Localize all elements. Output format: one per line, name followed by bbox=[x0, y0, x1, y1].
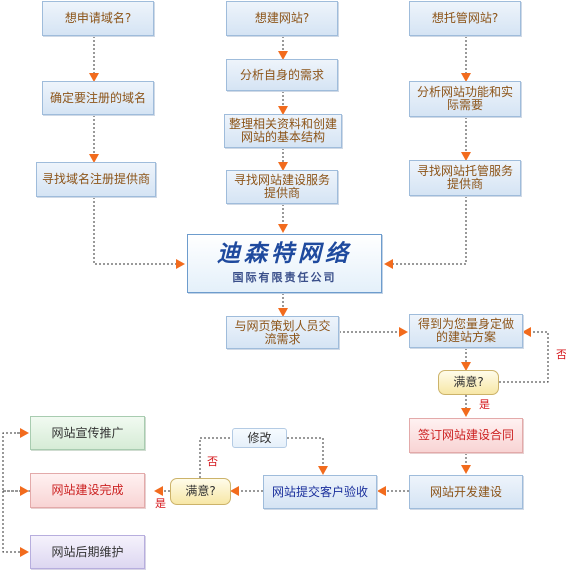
promotion-box: 网站宣传推广 bbox=[30, 416, 145, 450]
no-mark-2: 否 bbox=[207, 455, 218, 468]
connector-satisfied-no-to-revise bbox=[199, 437, 232, 478]
domain-question-box: 想申请域名? bbox=[42, 1, 154, 36]
find-builder-box: 寻找网站建设服务提供商 bbox=[226, 170, 338, 204]
development-box: 网站开发建设 bbox=[409, 475, 523, 509]
find-host-box: 寻找网站托管服务提供商 bbox=[409, 160, 521, 196]
satisfied-decision-2: 满意? bbox=[170, 478, 231, 505]
find-registrar-box: 寻找域名注册提供商 bbox=[36, 162, 156, 197]
connector-completed-to-outcomes bbox=[2, 432, 30, 492]
client-review-box: 网站提交客户验收 bbox=[263, 475, 377, 509]
confirm-domain-box: 确定要注册的域名 bbox=[42, 81, 154, 115]
hosting-question-box: 想托管网站? bbox=[409, 1, 521, 36]
no-mark-1: 否 bbox=[556, 348, 566, 361]
satisfied-decision-1: 满意? bbox=[438, 370, 499, 395]
sign-contract-box: 签订网站建设合同 bbox=[409, 418, 523, 453]
company-name: 迪森特网络 bbox=[217, 240, 352, 267]
build-question-box: 想建网站? bbox=[226, 1, 338, 36]
yes-mark-1: 是 bbox=[479, 398, 490, 411]
organize-materials-box: 整理相关资料和创建网站的基本结构 bbox=[224, 114, 342, 148]
connector-revise-to-review bbox=[287, 437, 328, 475]
connector-host-to-company bbox=[384, 196, 467, 269]
revise-box: 修改 bbox=[232, 428, 287, 448]
connector-to-maintenance bbox=[2, 491, 29, 557]
custom-plan-box: 得到为您量身定做的建站方案 bbox=[409, 314, 523, 348]
completed-box: 网站建设完成 bbox=[30, 473, 145, 508]
connector-satisfied-no-loop bbox=[499, 327, 549, 383]
yes-mark-2: 是 bbox=[155, 497, 166, 510]
analyze-needs-box: 分析自身的需求 bbox=[226, 59, 338, 91]
communicate-box: 与网页策划人员交流需求 bbox=[226, 316, 339, 349]
company-subtitle: 国际有限责任公司 bbox=[232, 271, 337, 284]
company-logo-box: 迪森特网络 国际有限责任公司 bbox=[187, 234, 382, 293]
maintenance-box: 网站后期维护 bbox=[30, 535, 145, 569]
connector-registrar-to-company bbox=[93, 197, 185, 269]
analyze-functions-box: 分析网站功能和实际需要 bbox=[409, 81, 521, 117]
